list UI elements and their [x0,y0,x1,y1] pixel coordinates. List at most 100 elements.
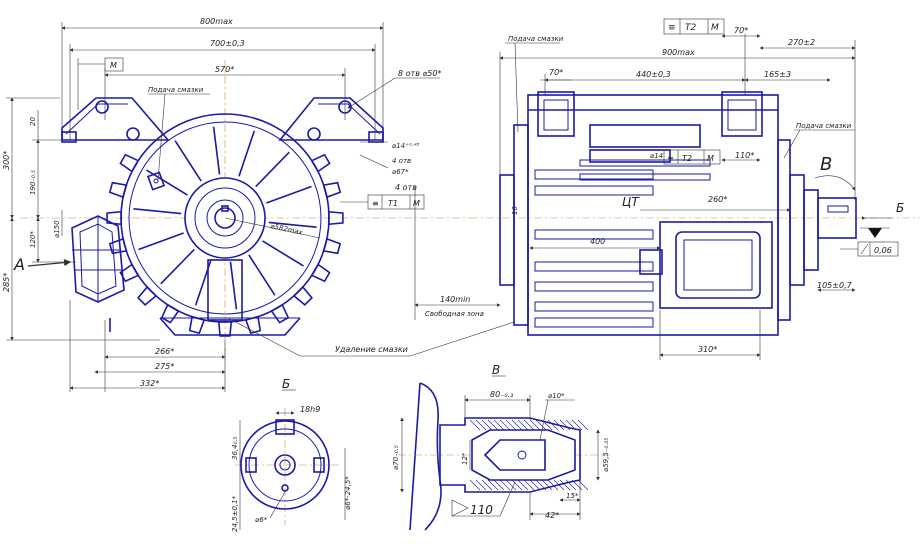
svg-text:285*: 285* [2,273,11,292]
svg-text:266*: 266* [155,347,174,356]
side-motor-body [499,91,857,336]
front-view: 800max 700±0,3 570* M [2,17,515,392]
svg-text:400: 400 [590,237,605,246]
svg-text:110: 110 [470,503,493,517]
free-zone-label: Свободная зона [425,310,484,318]
svg-text:105±0,7: 105±0,7 [817,281,853,290]
dim-overall-width: 800max [200,17,233,26]
svg-text:165±3: 165±3 [764,70,791,79]
svg-text:440±0,3: 440±0,3 [636,70,671,79]
runout-frame: 0,06 [840,241,899,257]
fin [270,303,290,324]
svg-text:M: M [413,199,420,208]
detail-v: В 80₋₀.₃ ⌀10* ⌀70₋₀.₅ 12⁴ ⌀59,5₋₀.₀₅ 15*… [392,363,610,531]
dim-570: 570* [215,65,234,74]
svg-text:270±2: 270±2 [788,38,815,47]
spoke [146,169,188,196]
side-fin [534,301,654,312]
fin [119,153,140,173]
svg-text:42*: 42* [545,511,559,520]
svg-text:260*: 260* [708,195,727,204]
fin [292,285,313,306]
spoke [262,240,304,267]
arrow-b-label: Б [896,201,904,215]
front-motor-body [61,97,384,337]
holes-4b-label: 4 отв [395,183,417,192]
svg-text:T2: T2 [685,23,696,33]
spoke [229,261,238,310]
holes-14-label: ⌀14⁺⁰·⁴³ [392,142,420,150]
svg-text:T1: T1 [388,199,398,208]
holes-8-label: 8 отв ⌀50* [398,69,441,78]
fin [310,153,331,173]
spoke [212,126,221,175]
side-fin [579,173,711,181]
svg-text:15*: 15* [566,492,579,500]
fin [310,263,331,283]
svg-text:300*: 300* [2,151,11,170]
svg-text:332*: 332* [140,379,159,388]
fin [160,303,180,324]
lubrication-removal-label: Удаление смазки [335,345,408,354]
view-a-label: A [13,255,25,274]
spoke [138,232,184,251]
svg-text:70*: 70* [734,26,748,35]
svg-text:≡: ≡ [668,23,676,33]
side-fin [534,281,654,292]
svg-text:110*: 110* [735,151,754,160]
svg-text:120*: 120* [29,231,37,248]
svg-text:В: В [492,363,500,377]
svg-text:310*: 310* [698,345,717,354]
svg-text:900max: 900max [662,48,695,57]
detail-b: Б 18h9 36,4₀.₅ 24,5±0,1* ⌀6*-24,5* ⌀6* [231,377,352,532]
side-fin [534,185,654,196]
spoke [160,248,195,285]
svg-text:70*: 70* [549,68,563,77]
svg-text:275*: 275* [155,362,174,371]
spoke [248,254,276,296]
side-top-dimensions: 900max 270±2 440±0,3 70* 165±3 70* ≡ T2 [499,18,856,200]
svg-text:⌀6*-24,5*: ⌀6*-24,5* [344,476,352,510]
spoke [238,130,256,177]
front-top-dimensions: 800max 700±0,3 570* M [61,17,384,140]
svg-text:≡: ≡ [372,199,379,208]
svg-text:M: M [711,23,719,33]
side-fin [534,261,654,272]
svg-text:⌀70₋₀.₅: ⌀70₋₀.₅ [392,445,400,470]
side-fin [534,317,654,328]
fin [137,285,158,306]
lubrication-feed-label: Подача смазки [148,86,204,94]
side-lubrication-feed-right: Подача смазки [796,122,852,130]
svg-text:190₋₀.₅: 190₋₀.₅ [29,170,37,195]
svg-text:⌀10*: ⌀10* [548,392,565,400]
svg-text:Б: Б [282,377,290,391]
side-fin [579,159,711,167]
dim-mount-width: 700±0,3 [210,39,245,48]
tolerance-frame-t1: ≡ T1 M [340,194,425,210]
spoke [255,151,290,188]
svg-text:12⁴: 12⁴ [461,453,469,465]
front-bottom-dimensions: 266* 275* 332* [69,300,226,392]
side-fin [534,229,654,240]
svg-text:10: 10 [511,206,519,215]
svg-text:36,4₀.₅: 36,4₀.₅ [231,436,239,460]
holes-4-label: 4 отв [392,157,411,165]
svg-text:24,5±0,1*: 24,5±0,1* [231,495,239,532]
datum-m-label: M [110,61,117,70]
side-view: 900max 270±2 440±0,3 70* 165±3 70* ≡ T2 [414,18,920,360]
spoke [174,140,202,182]
svg-text:M: M [707,154,714,163]
svg-text:T2: T2 [682,154,692,163]
tolerance-frame-t2-mid: ≡ T2 M [663,149,721,165]
holes-67-label: ⌀67* [392,168,409,176]
svg-text:⌀59,5₋₀.₀₅: ⌀59,5₋₀.₀₅ [602,438,610,472]
svg-text:80₋₀.₃: 80₋₀.₃ [490,390,513,399]
spoke [133,208,182,215]
center-of-gravity-label: ЦТ [622,195,640,209]
svg-text:140min: 140min [440,295,470,304]
tolerance-frame-t2-top: ≡ T2 M [663,18,725,35]
side-lubrication-feed-label: Подача смазки [508,35,564,43]
front-left-dimensions: 300* 285* 190₋₀.₅ 20 120* ⌀150 [2,97,160,341]
